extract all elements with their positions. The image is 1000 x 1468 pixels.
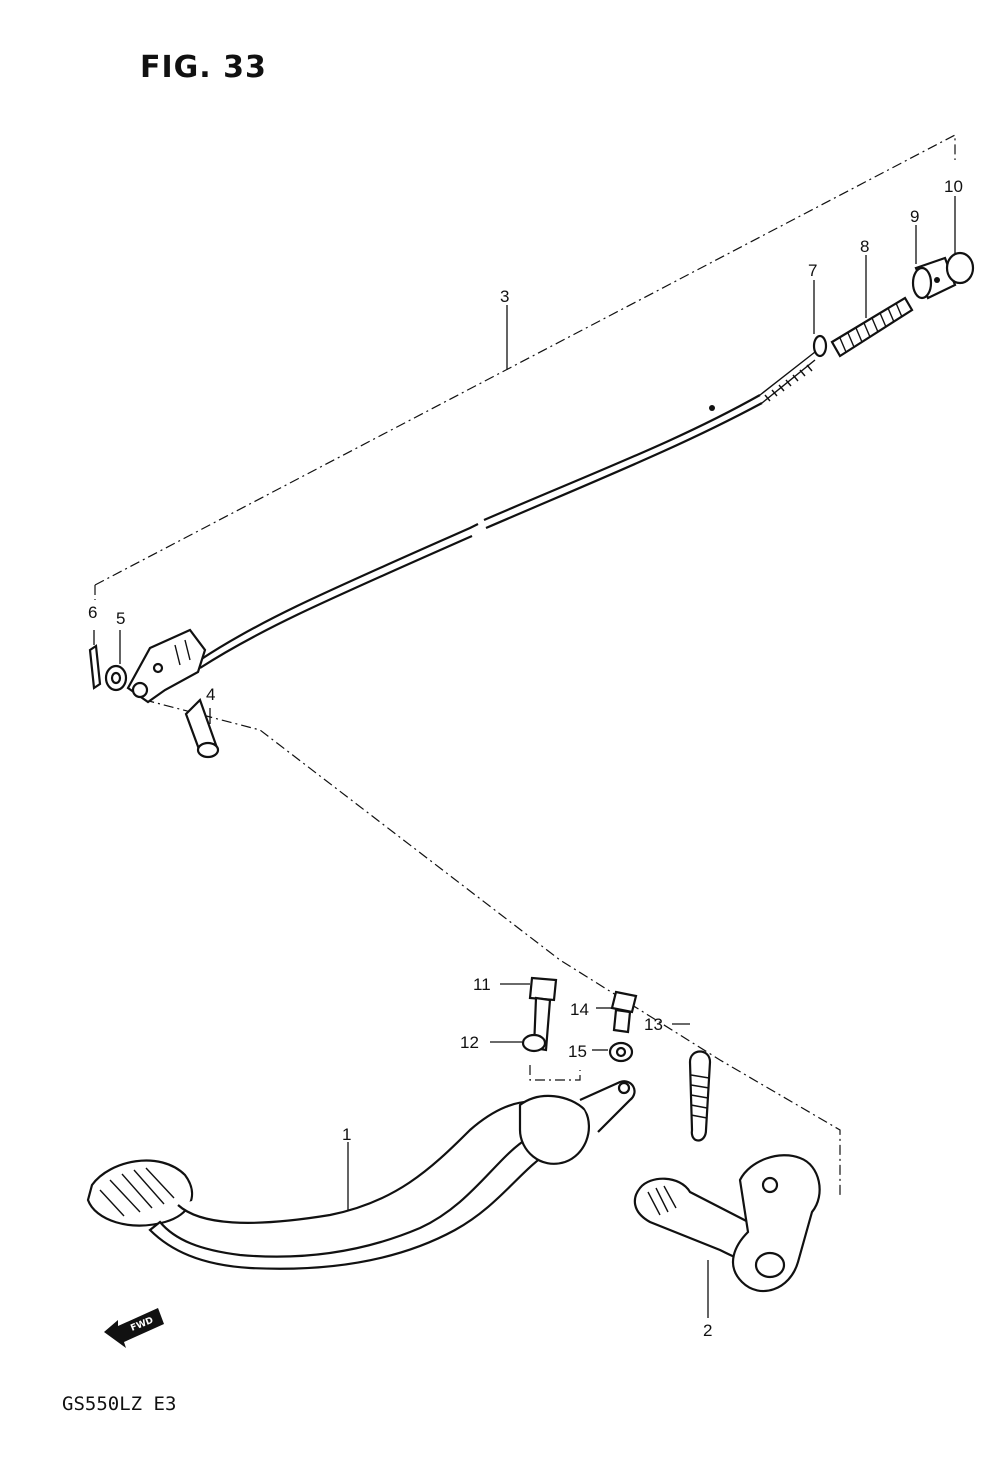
fwd-arrow-icon: FWD xyxy=(104,1308,164,1348)
callout-9: 9 xyxy=(910,207,919,226)
callout-labels: 3 7 8 9 10 6 5 4 11 14 12 15 13 1 2 xyxy=(88,177,963,1340)
callout-8: 8 xyxy=(860,237,869,256)
brake-lever-shaft xyxy=(633,1154,821,1318)
pedal-bolt xyxy=(500,976,558,1052)
callout-10: 10 xyxy=(944,177,963,196)
callout-12: 12 xyxy=(460,1033,479,1052)
clevis-pin xyxy=(184,697,220,759)
callout-11: 11 xyxy=(473,975,491,994)
lever-bolt xyxy=(596,990,638,1034)
tension-spring xyxy=(672,1023,712,1142)
brake-pedal xyxy=(86,1080,636,1270)
callout-5: 5 xyxy=(116,609,125,628)
model-code: GS550LZ E3 xyxy=(62,1393,177,1415)
figure-title: FIG. 33 xyxy=(140,50,267,85)
lever-nut xyxy=(592,1041,634,1063)
adjuster-nut xyxy=(945,196,975,285)
adjuster-joint xyxy=(911,225,957,300)
callout-15: 15 xyxy=(568,1042,587,1061)
callout-6: 6 xyxy=(88,603,97,622)
callout-4: 4 xyxy=(206,685,215,704)
callout-7: 7 xyxy=(808,261,817,280)
callout-1: 1 xyxy=(342,1125,351,1144)
callout-3: 3 xyxy=(500,287,509,306)
callout-14: 14 xyxy=(570,1000,589,1019)
pedal-nut xyxy=(490,1033,547,1053)
assembly-outline xyxy=(94,134,956,1195)
cotter-pin xyxy=(88,630,102,690)
return-spring xyxy=(830,255,914,358)
callout-2: 2 xyxy=(703,1321,712,1340)
washer xyxy=(104,630,128,692)
brake-rod xyxy=(126,351,816,704)
rod-washer xyxy=(812,280,828,358)
callout-13: 13 xyxy=(644,1015,663,1034)
